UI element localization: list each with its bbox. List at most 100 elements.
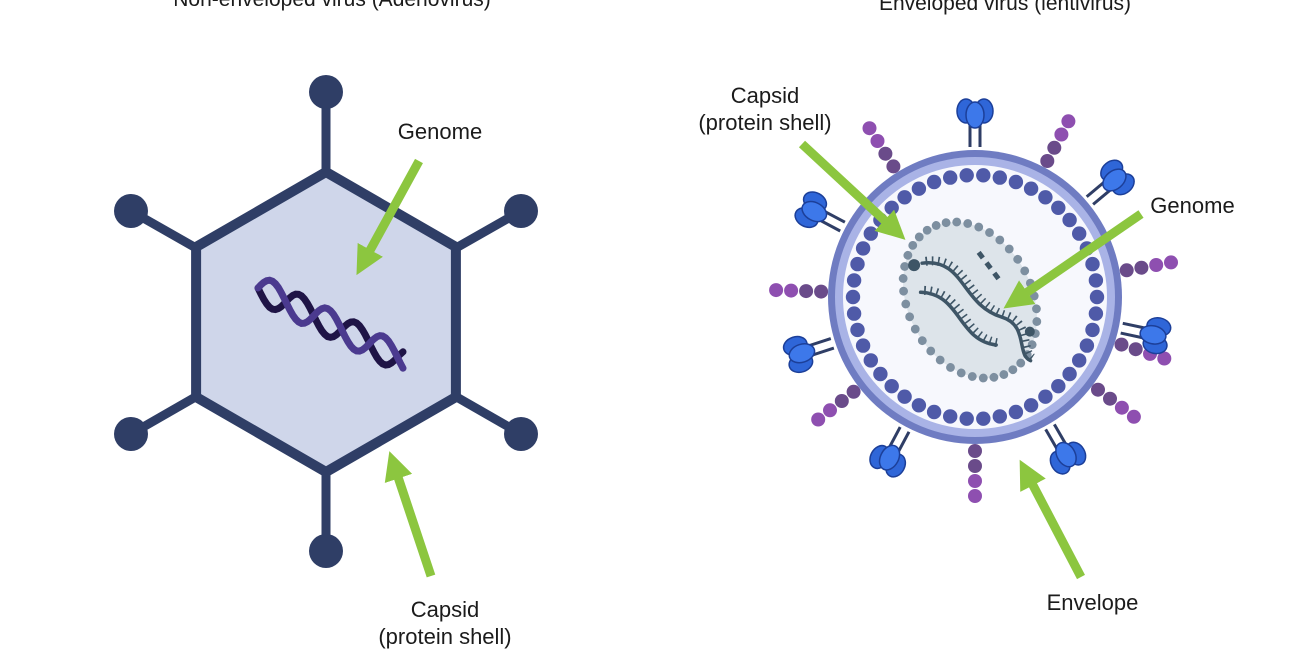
capsid-bead: [845, 289, 861, 305]
genome-core-dot: [900, 262, 910, 271]
capsid-bead: [1079, 338, 1095, 353]
capsid-bead: [863, 226, 878, 241]
adenovirus-fiber-knob: [504, 194, 538, 228]
lentivirus-title: Enveloped virus (lentivirus): [878, 0, 1132, 15]
capsid-bead: [846, 306, 862, 321]
capsid-bead: [959, 168, 974, 183]
capsid-bead: [884, 200, 899, 215]
genome-core-dot: [898, 274, 908, 283]
genome-core-dot: [935, 355, 945, 365]
capsid-bead: [1008, 404, 1024, 420]
stalk-bead: [784, 283, 799, 298]
capsid-bead: [1089, 289, 1105, 305]
lentivirus-genome-label: Genome: [1150, 193, 1235, 218]
spike-head: [1055, 441, 1077, 468]
adenovirus-capsid-label: Capsid (protein shell): [340, 596, 550, 650]
envelope-protein-stalk: [1114, 337, 1172, 366]
envelope-protein-stalk: [769, 283, 829, 299]
stalk-bead: [1149, 258, 1164, 272]
lentivirus-capsid-arrow: [798, 140, 906, 240]
spike-head: [788, 343, 816, 364]
stalk-bead: [1128, 342, 1143, 357]
envelope-protein-stalk: [1091, 382, 1141, 424]
envelope-spike-glycoprotein: [869, 426, 911, 478]
stalk-bead: [870, 134, 885, 148]
genome-core-body: [903, 221, 1037, 379]
capsid-bead: [884, 379, 899, 394]
genome-core-dot: [1027, 340, 1037, 350]
capsid-bead: [926, 174, 942, 190]
capsid-bead: [1023, 181, 1039, 196]
envelope-protein-stalk: [1119, 255, 1178, 278]
genome-core-dot: [1016, 358, 1026, 368]
adenovirus-illustration: [114, 75, 538, 568]
envelope-spike-glycoprotein: [1085, 159, 1135, 206]
capsid-bead: [1062, 212, 1077, 228]
genome-core-dot: [1020, 266, 1030, 276]
genome-core-dot: [910, 324, 920, 334]
genome-core-dot: [922, 225, 932, 235]
adenovirus-fiber-knob: [114, 417, 148, 451]
genome-core-dot: [1008, 365, 1018, 375]
capsid-bead: [1088, 273, 1104, 288]
genome-core-dot: [946, 363, 955, 372]
genome-core-dot: [899, 286, 908, 296]
spike-head: [1139, 324, 1167, 345]
capsid-bead: [1038, 389, 1053, 404]
genome-core-dot: [914, 232, 924, 242]
genome-core-dot: [941, 218, 951, 228]
envelope-spike-glycoprotein: [1120, 316, 1172, 355]
adenovirus-dna-helix: [254, 276, 407, 372]
genome-core-dot: [917, 336, 927, 346]
capsid-bead: [911, 398, 927, 413]
capsid-bead: [1008, 174, 1024, 190]
adenovirus-capsid-arrow: [384, 451, 436, 578]
envelope-spike-glycoprotein: [794, 191, 846, 233]
lentivirus-genome-arrow: [1003, 210, 1144, 309]
adenovirus-fiber-knob: [504, 417, 538, 451]
genome-core-dot: [908, 240, 918, 250]
capsid-bead: [1085, 256, 1100, 272]
stalk-bead: [968, 459, 982, 473]
adenovirus-fiber-knob: [309, 75, 343, 109]
capsid-bead: [873, 366, 888, 382]
genome-core-dot: [974, 222, 984, 232]
stalk-bead: [886, 159, 901, 174]
stalk-bead: [846, 384, 861, 399]
capsid-bead: [863, 353, 878, 368]
stalk-bead: [1134, 260, 1149, 275]
rna-strand: [918, 290, 998, 347]
stalk-bead: [1119, 263, 1134, 278]
adenovirus-capsid-label-line2: (protein shell): [378, 624, 512, 649]
envelope-protein-stalk: [862, 121, 901, 174]
stalk-bead: [834, 394, 849, 408]
spike-head: [878, 444, 901, 471]
genome-core-dot: [926, 346, 936, 356]
genome-core-dot: [963, 219, 973, 228]
capsid-bead: [943, 409, 958, 424]
stalk-bead: [1126, 409, 1141, 424]
capsid-bead: [846, 273, 862, 288]
capsid-bead: [1085, 322, 1100, 338]
stalk-bead: [799, 284, 814, 299]
stalk-bead: [1103, 391, 1117, 406]
capsid-bead: [897, 389, 912, 404]
stalk-bead: [1114, 400, 1129, 415]
genome-core-dot: [985, 228, 994, 237]
envelope-protein-stalk: [811, 384, 861, 427]
capsid-bead: [1072, 353, 1087, 368]
genome-core-dot: [1013, 254, 1023, 264]
envelope-protein-stalk: [1040, 114, 1076, 168]
capsid-bead: [926, 404, 942, 420]
adenovirus-fiber-knob: [114, 194, 148, 228]
capsid-bead: [1072, 226, 1087, 241]
capsid-bead: [855, 338, 871, 353]
capsid-bead: [850, 322, 865, 338]
lentivirus-capsid-label: Capsid (protein shell): [660, 82, 870, 136]
genome-core-dot: [995, 235, 1005, 245]
capsid-bead: [1038, 190, 1053, 205]
rna-cap: [908, 259, 921, 272]
capsid-bead: [1062, 366, 1077, 382]
